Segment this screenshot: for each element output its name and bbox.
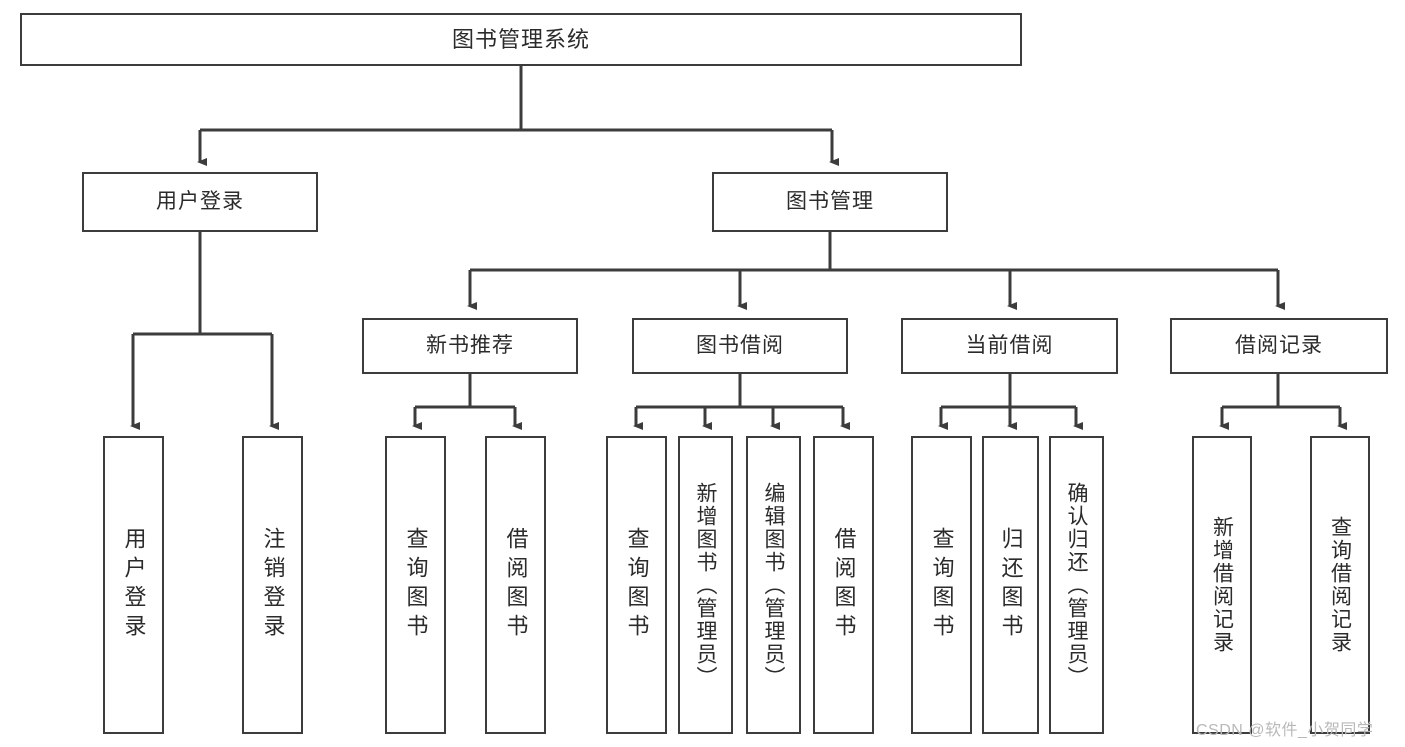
node-root-book-management-system[interactable]: 图书管理系统 xyxy=(20,13,1022,66)
node-new-book-recommend[interactable]: 新书推荐 xyxy=(362,318,578,374)
leaf-book-borrow-borrow-book[interactable]: 借阅图书 xyxy=(813,436,874,734)
leaf-new-book-borrow-book[interactable]: 借阅图书 xyxy=(485,436,546,734)
leaf-book-borrow-edit-book-admin[interactable]: 编辑图书（管理员） xyxy=(746,436,801,734)
node-label: 借阅图书 xyxy=(503,527,529,643)
leaf-new-book-query-book[interactable]: 查询图书 xyxy=(385,436,446,734)
watermark-text: CSDN @软件_小贺同学 xyxy=(1196,722,1374,739)
node-borrow-record[interactable]: 借阅记录 xyxy=(1170,318,1388,374)
node-label: 查询图书 xyxy=(624,527,650,643)
node-label: 查询图书 xyxy=(403,527,429,643)
node-label: 编辑图书（管理员） xyxy=(762,481,785,689)
node-label: 图书借阅 xyxy=(696,333,784,357)
node-label: 借阅记录 xyxy=(1235,333,1323,357)
node-label: 用户登录 xyxy=(121,527,147,643)
node-current-borrow[interactable]: 当前借阅 xyxy=(901,318,1118,374)
node-label: 新书推荐 xyxy=(426,333,514,357)
leaf-book-borrow-add-book-admin[interactable]: 新增图书（管理员） xyxy=(678,436,733,734)
node-label: 注销登录 xyxy=(260,527,286,643)
leaf-current-borrow-query-book[interactable]: 查询图书 xyxy=(911,436,972,734)
node-label: 查询借阅记录 xyxy=(1328,516,1352,654)
node-label: 图书管理 xyxy=(786,189,874,213)
node-user-login[interactable]: 用户登录 xyxy=(82,172,318,232)
leaf-current-borrow-confirm-return-admin[interactable]: 确认归还（管理员） xyxy=(1049,436,1104,734)
node-label: 查询图书 xyxy=(929,527,955,643)
node-book-borrow[interactable]: 图书借阅 xyxy=(632,318,848,374)
leaf-borrow-record-add-record[interactable]: 新增借阅记录 xyxy=(1192,436,1252,734)
leaf-user-login-logout[interactable]: 注销登录 xyxy=(242,436,303,734)
leaf-current-borrow-return-book[interactable]: 归还图书 xyxy=(982,436,1039,734)
leaf-borrow-record-query-record[interactable]: 查询借阅记录 xyxy=(1310,436,1370,734)
leaf-user-login-login[interactable]: 用户登录 xyxy=(103,436,164,734)
node-label: 新增借阅记录 xyxy=(1210,516,1234,654)
node-label: 新增图书（管理员） xyxy=(694,481,717,689)
node-label: 用户登录 xyxy=(156,189,244,213)
node-label: 确认归还（管理员） xyxy=(1065,481,1088,689)
node-label: 归还图书 xyxy=(998,527,1024,643)
node-label: 借阅图书 xyxy=(831,527,857,643)
node-label: 图书管理系统 xyxy=(451,26,590,52)
node-label: 当前借阅 xyxy=(965,333,1054,357)
node-book-management[interactable]: 图书管理 xyxy=(712,172,948,232)
leaf-book-borrow-query-book[interactable]: 查询图书 xyxy=(606,436,667,734)
